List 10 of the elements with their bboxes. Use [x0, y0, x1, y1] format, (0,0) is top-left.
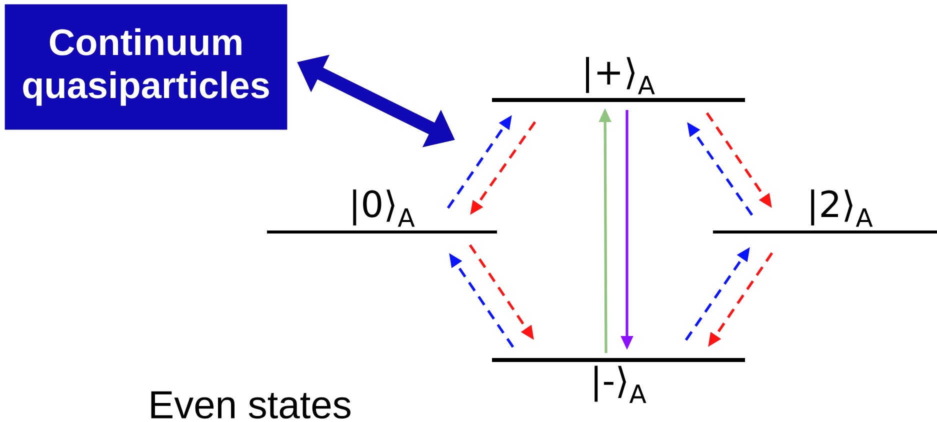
node-label: |+⟩$_{A}$ [586, 56, 655, 94]
energy-level: |0⟩$_{A}$ [267, 189, 497, 234]
energy-level: |+⟩$_{A}$ [492, 56, 745, 102]
energy-level: |2⟩$_{A}$ [713, 189, 937, 234]
caption-text: Even states [151, 391, 350, 419]
node-label: |0⟩$_{A}$ [353, 189, 415, 227]
node-label: |-⟩$_{A}$ [594, 366, 646, 404]
process-box: Continuum quasiparticles [4, 4, 288, 130]
energy-level: |-⟩$_{A}$ [492, 358, 745, 404]
node-label: |2⟩$_{A}$ [811, 189, 873, 227]
